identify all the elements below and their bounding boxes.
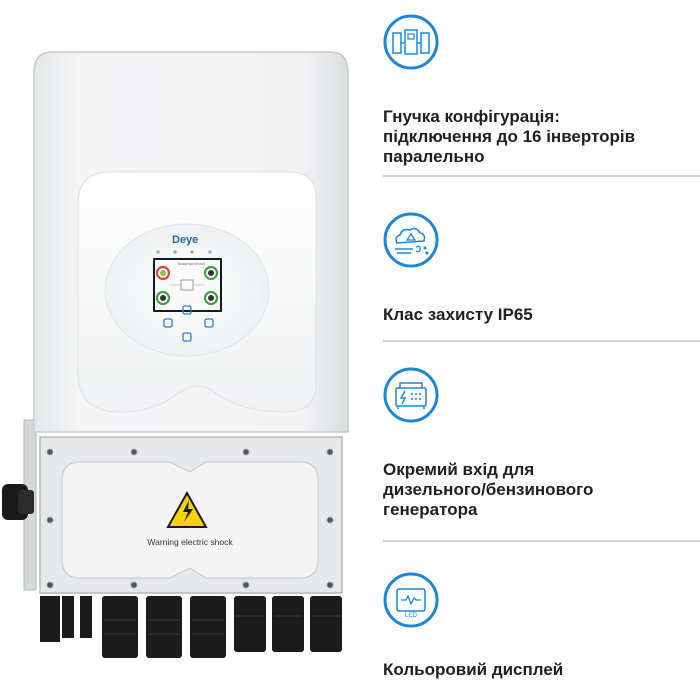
warning-triangle-icon [166,490,208,528]
inverter-product-image: Deye INVERTER STATUS [2,51,349,658]
feature-ip65: Клас захисту IP65 [383,212,700,342]
weather-protection-icon [383,212,439,268]
feature-label: Гнучка конфігурація: підключення до 16 і… [383,107,636,166]
feature-label: Окремий вхід для дизельного/бензинового … [383,460,594,519]
feature-divider [383,540,700,542]
feature-label: Кольоровий дисплей [383,660,564,679]
button-up [182,305,192,315]
parallel-inverters-icon [383,14,439,70]
feature-parallel: Гнучка конфігурація: підключення до 16 і… [383,14,700,189]
dc-switch-knob[interactable] [2,484,34,520]
feature-display: LCD Кольоровий дисплей [383,572,693,692]
button-esc [163,318,173,328]
cable-glands [40,596,342,658]
indicator-leds [156,250,212,254]
panel-buttons[interactable] [163,305,214,342]
feature-generator: Окремий вхід для дизельного/бензинового … [383,367,700,542]
feature-label: Клас захисту IP65 [383,305,533,324]
screen-header: INVERTER STATUS [178,262,205,266]
feature-divider [383,340,700,342]
button-down [182,332,192,342]
lcd-icon-text: LCD [405,613,418,619]
lcd-screen: INVERTER STATUS [153,258,222,312]
warning-text: Warning electric shock [147,537,233,547]
feature-divider [383,175,700,177]
screw-icons [46,448,334,589]
button-enter [204,318,214,328]
brand-logo: Deye [172,234,198,246]
generator-icon [383,367,439,423]
lcd-display-icon: LCD [383,572,439,628]
